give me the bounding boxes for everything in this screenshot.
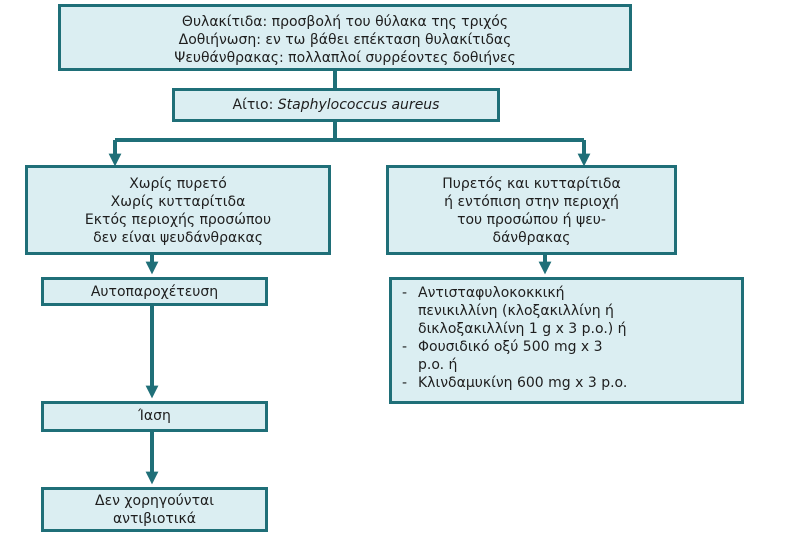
- treatment-dash: -: [402, 339, 408, 355]
- no-antibiotics-box: Δεν χορηγούνται αντιβιοτικά: [41, 487, 268, 532]
- definition-folliculitis: Θυλακίτιδα: προσβολή του θύλακα της τριχ…: [181, 14, 509, 30]
- treatment-dash: -: [402, 375, 408, 391]
- left-condition-box: Χωρίς πυρετό Χωρίς κυτταρίτιδα Εκτός περ…: [25, 165, 331, 255]
- no-antibiotics-line-1: Δεν χορηγούνται: [95, 493, 214, 509]
- left-condition-line-3: Εκτός περιοχής προσώπου: [84, 212, 272, 228]
- right-condition-line-3: του προσώπου ή ψευ-: [457, 212, 606, 228]
- self-drainage-label: Αυτοπαροχέτευση: [90, 284, 219, 300]
- right-condition-line-4: δάνθρακας: [492, 230, 571, 246]
- definitions-box: Θυλακίτιδα: προσβολή του θύλακα της τριχ…: [58, 4, 632, 71]
- treatment-item-clindamycin: - Κλινδαμυκίνη 600 mg x 3 p.o.: [402, 375, 628, 391]
- right-condition-line-1: Πυρετός και κυτταρίτιδα: [442, 176, 621, 192]
- left-condition-line-1: Χωρίς πυρετό: [129, 176, 227, 192]
- treatment-item-antistaph-penicillin-cont: πενικιλλίνη (κλοξακιλλίνη ή: [418, 303, 614, 319]
- cause-label: Αίτιο:: [232, 97, 278, 113]
- left-condition-line-2: Χωρίς κυτταρίτιδα: [110, 194, 246, 210]
- definition-carbuncle: Ψευθάνθρακας: πολλαπλοί συρρέοντες δοθιή…: [174, 50, 516, 66]
- right-condition-line-2: ή εντόπιση στην περιοχή: [444, 194, 619, 210]
- no-antibiotics-line-2: αντιβιοτικά: [112, 511, 197, 527]
- definition-furunculosis: Δοθιήνωση: εν τω βάθει επέκταση θυλακίτι…: [178, 32, 512, 48]
- treatment-item-antistaph-penicillin-dose: δικλοξακιλλίνη 1 g x 3 p.o.) ή: [418, 321, 627, 337]
- left-condition-line-4: δεν είναι ψευδάνθρακας: [93, 230, 263, 246]
- self-drainage-box: Αυτοπαροχέτευση: [41, 277, 268, 306]
- healing-box: Ίαση: [41, 401, 268, 432]
- cause-box: Αίτιο: Staphylococcus aureus: [172, 88, 500, 122]
- healing-label: Ίαση: [138, 408, 171, 424]
- right-condition-box: Πυρετός και κυτταρίτιδα ή εντόπιση στην …: [386, 165, 677, 255]
- cause-organism: Staphylococcus aureus: [277, 97, 440, 113]
- treatment-item-fusidic-acid: - Φουσιδικό οξύ 500 mg x 3: [402, 339, 603, 355]
- treatment-item-antistaph-penicillin: - Αντισταφυλοκοκκική: [402, 285, 565, 301]
- treatment-box: - Αντισταφυλοκοκκική πενικιλλίνη (κλοξακ…: [389, 277, 744, 404]
- treatment-list: - Αντισταφυλοκοκκική πενικιλλίνη (κλοξακ…: [400, 284, 741, 392]
- treatment-dash: -: [402, 285, 408, 301]
- treatment-item-fusidic-acid-cont: p.o. ή: [418, 357, 458, 373]
